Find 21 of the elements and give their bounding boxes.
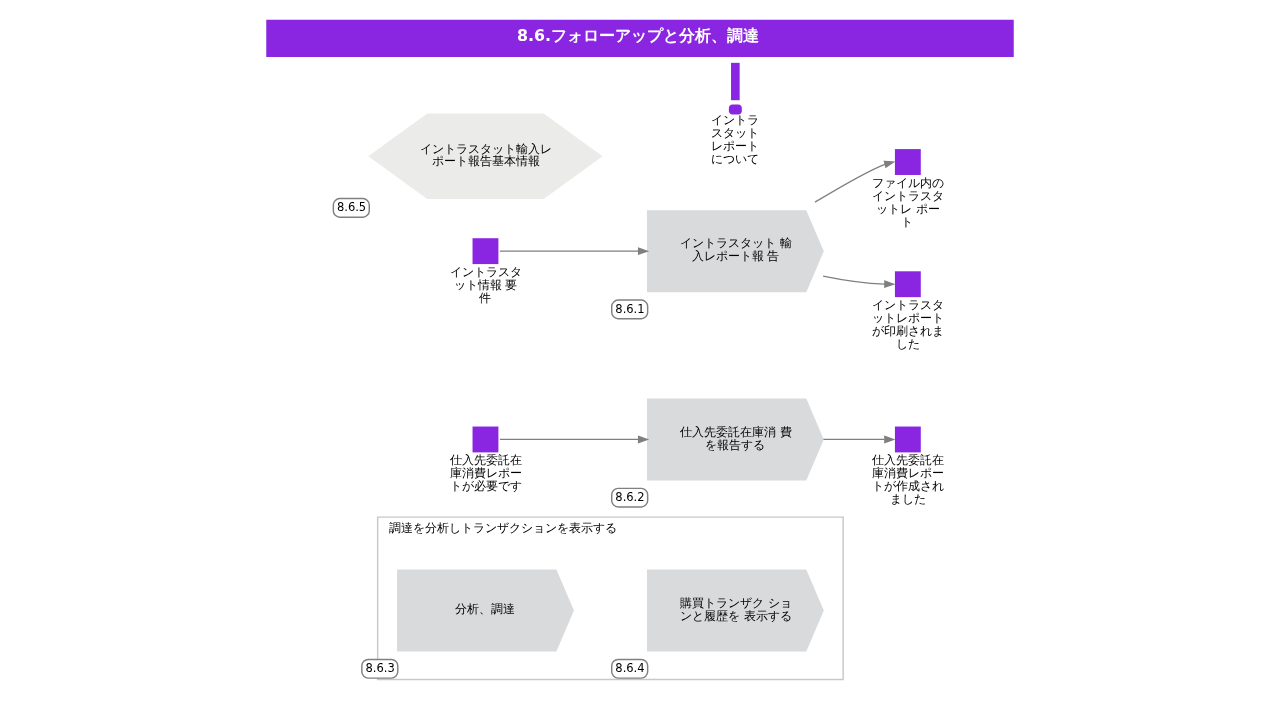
arrow <box>499 435 650 444</box>
arrow <box>814 160 896 203</box>
node-label: イントラスタットレポートが印刷されました <box>871 298 944 352</box>
node-label: 8.6.1 <box>615 301 645 316</box>
node-label: ファイル内のイントラスタットレ ポート <box>871 176 944 229</box>
node-box <box>894 271 921 298</box>
node-label: 8.6.4 <box>615 661 645 676</box>
node-box <box>894 426 921 453</box>
node-label: 仕入先委託在庫消費レポートが作成されました <box>871 453 944 507</box>
arrow <box>822 435 896 444</box>
node-box <box>894 149 921 175</box>
diagram-title: 8.6.フォローアップと分析、調達 <box>517 25 760 45</box>
arrow <box>822 275 896 288</box>
node-label: 8.6.2 <box>615 490 645 505</box>
node-label: 仕入先委託在庫消費レポートが必要です <box>449 453 522 494</box>
arrow <box>499 247 650 256</box>
node-label: イントラスタットレポートについて <box>710 112 759 166</box>
node-box <box>472 426 499 453</box>
node-box <box>472 238 499 265</box>
node-label: 8.6.5 <box>336 200 367 215</box>
node-label: イントラスタット情報 要件 <box>449 265 522 306</box>
